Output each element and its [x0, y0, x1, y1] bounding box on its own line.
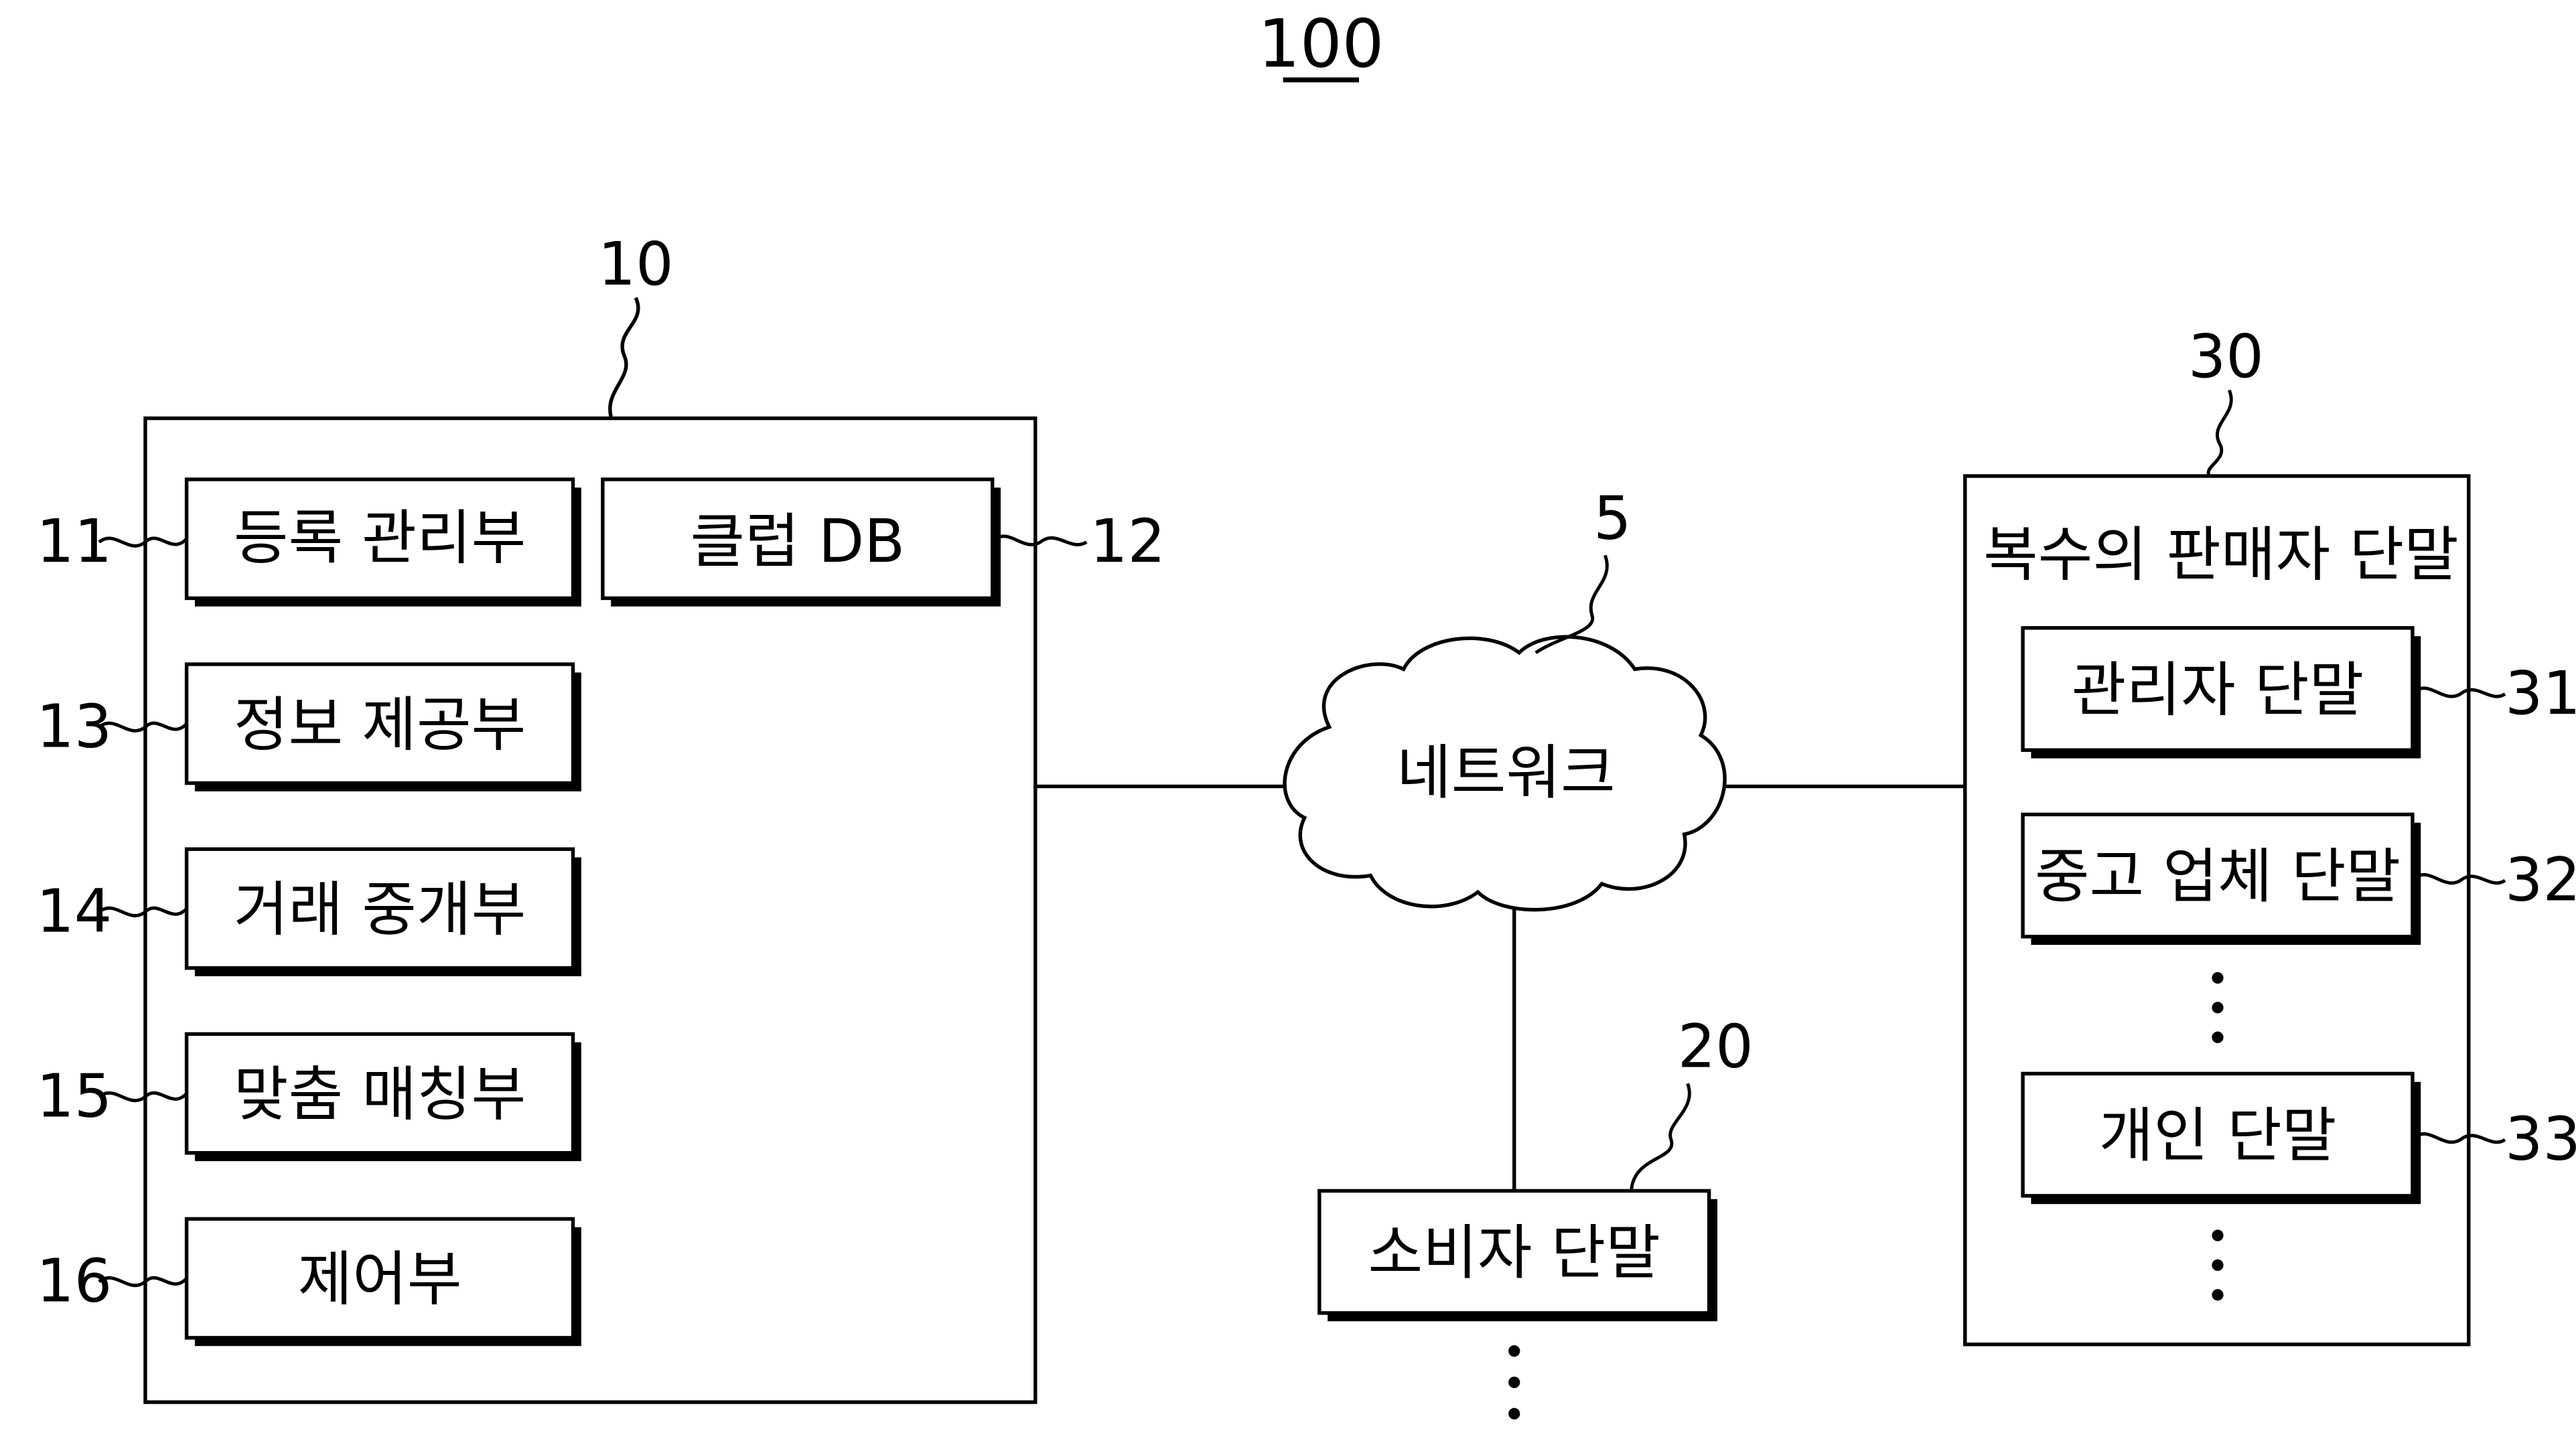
- terminal-used-dealer: 중고 업체 단말 32: [2021, 812, 2576, 945]
- sellers-ellipsis-dot: [2212, 1229, 2224, 1241]
- network-label: 네트워크: [1397, 738, 1616, 807]
- terminal-individual: 개인 단말 33: [2021, 1071, 2576, 1205]
- consumer-leader-line: [1630, 1083, 1691, 1190]
- sellers-leader-line: [2206, 389, 2233, 477]
- cloud-icon: [1283, 635, 1727, 912]
- consumer-number: 20: [1678, 1012, 1754, 1081]
- sellers-ellipsis-dot: [2212, 1002, 2224, 1014]
- sellers-number: 30: [2188, 322, 2264, 391]
- server-number: 10: [598, 230, 674, 299]
- module-registration-label: 등록 관리부: [234, 504, 526, 573]
- figure-number: 100: [1258, 6, 1384, 83]
- module-brokerage: 거래 중개부 14: [36, 847, 581, 976]
- consumer-ellipsis-dot: [1508, 1407, 1520, 1420]
- consumer-ellipsis-dot: [1508, 1345, 1520, 1357]
- sellers-ellipsis-dot: [2212, 1031, 2224, 1043]
- module-club-db-number: 12: [1090, 507, 1165, 576]
- terminal-used-dealer-number: 32: [2505, 846, 2576, 915]
- terminal-admin-number: 31: [2505, 659, 2576, 728]
- terminal-individual-label: 개인 단말: [2099, 1101, 2337, 1170]
- module-information: 정보 제공부 13: [36, 662, 581, 791]
- sellers-ellipsis-dot: [2212, 1259, 2224, 1272]
- module-matching-label: 맞춤 매칭부: [234, 1060, 526, 1129]
- module-club-db-label: 클럽 DB: [690, 507, 905, 576]
- terminal-admin: 관리자 단말 31: [2021, 626, 2576, 759]
- module-control: 제어부 16: [36, 1217, 581, 1347]
- consumer-ellipsis-dot: [1508, 1376, 1520, 1389]
- consumer-label: 소비자 단말: [1368, 1219, 1660, 1288]
- terminal-admin-label: 관리자 단말: [2072, 656, 2364, 724]
- module-club-db: 클럽 DB 12: [601, 477, 1165, 607]
- seller-terminals-block: 30 복수의 판매자 단말 관리자 단말 31 중고 업체 단말 32 개인 단…: [1963, 322, 2576, 1347]
- terminal-individual-number: 33: [2505, 1105, 2576, 1174]
- module-brokerage-label: 거래 중개부: [234, 875, 526, 944]
- sellers-ellipsis-dot: [2212, 1289, 2224, 1301]
- server-block: 10 등록 관리부 11 클럽 DB 12 정보 제공부 13: [36, 230, 1165, 1404]
- consumer-terminal: 소비자 단말 20: [1317, 1012, 1754, 1420]
- sellers-title: 복수의 판매자 단말: [1983, 520, 2459, 589]
- network-cloud: 네트워크 5: [1283, 484, 1727, 912]
- module-matching: 맞춤 매칭부 15: [36, 1032, 581, 1162]
- network-leader-line: [1534, 554, 1609, 654]
- module-control-label: 제어부: [298, 1245, 462, 1314]
- terminal-used-dealer-label: 중고 업체 단말: [2035, 842, 2401, 911]
- sellers-ellipsis-dot: [2212, 972, 2224, 984]
- server-leader-line: [608, 297, 640, 417]
- network-number: 5: [1593, 484, 1631, 553]
- module-information-label: 정보 제공부: [234, 690, 526, 759]
- module-registration: 등록 관리부 11: [36, 477, 581, 607]
